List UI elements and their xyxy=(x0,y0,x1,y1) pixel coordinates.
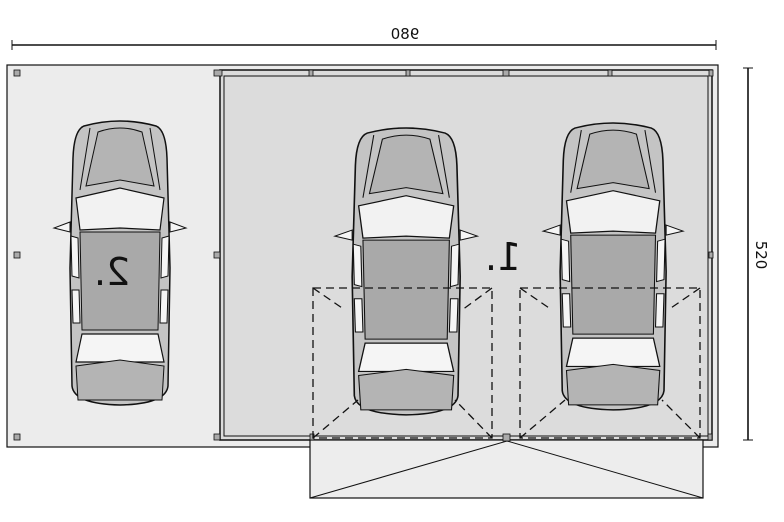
car-icon xyxy=(334,127,479,416)
entrance-apron xyxy=(309,439,704,499)
space-label-2: 2. xyxy=(94,250,130,294)
post-icon xyxy=(13,69,714,442)
width-dimension-label: 980 xyxy=(391,25,420,43)
depth-dimension-label: 520 xyxy=(752,241,770,270)
garage-door-outline xyxy=(312,287,701,439)
width-dimension: 980 xyxy=(11,25,717,50)
depth-dimension: 520 xyxy=(743,67,770,441)
space-label-1: 1. xyxy=(485,235,521,279)
car-icon xyxy=(542,122,684,411)
